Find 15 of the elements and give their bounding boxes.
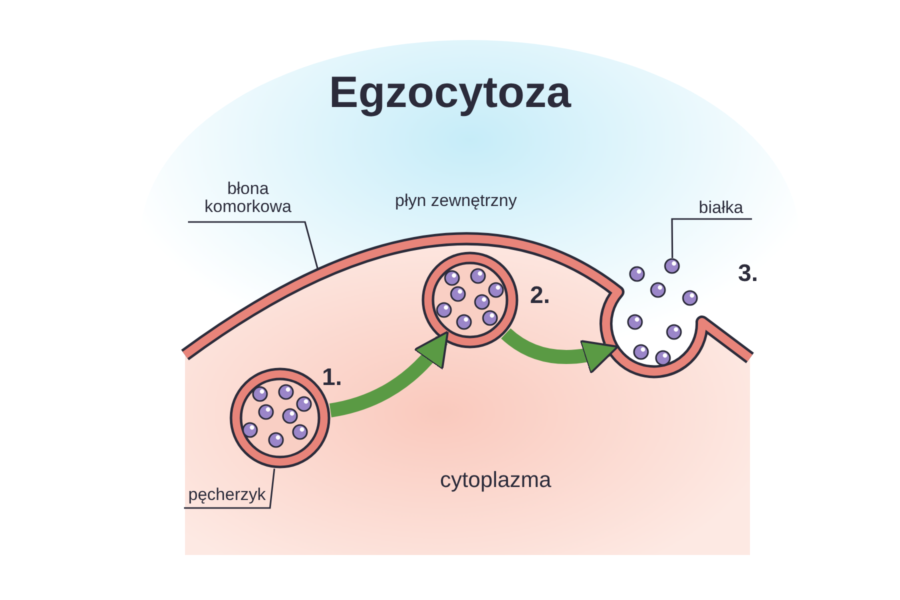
leader-line (188, 221, 319, 270)
vesicle (420, 250, 520, 350)
leader-line (671, 218, 752, 258)
part-label: błona komorkowa (204, 180, 292, 216)
step-number: 3. (738, 260, 758, 288)
part-label: białka (698, 199, 744, 217)
leader-line (184, 468, 276, 509)
step-number: 2. (530, 282, 550, 310)
region-label: płyn zewnętrzny (395, 192, 517, 210)
movement-arrow (501, 328, 619, 374)
title: Egzocytoza (328, 68, 572, 118)
step-number: 1. (322, 364, 342, 392)
movement-arrow (329, 330, 450, 418)
part-label: pęcherzyk (187, 486, 267, 504)
region-label: cytoplazma (440, 468, 552, 492)
